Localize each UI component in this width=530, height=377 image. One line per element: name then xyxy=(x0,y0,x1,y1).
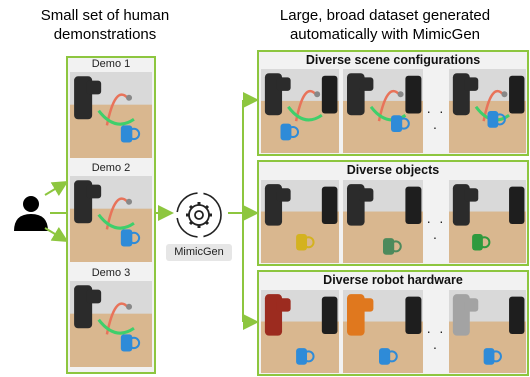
mug-icon xyxy=(120,334,141,352)
robot-arm-icon xyxy=(347,294,374,336)
mug-icon xyxy=(487,111,506,128)
gear-icon xyxy=(176,192,222,238)
robot-arm-icon xyxy=(452,184,479,226)
robot-arm-icon xyxy=(74,285,102,329)
robot-arm-icon xyxy=(264,184,291,226)
robot-arm-icon xyxy=(74,76,102,120)
mug-icon xyxy=(383,238,402,255)
demo-scene-2 xyxy=(70,176,152,262)
demo-3-label: Demo 3 xyxy=(91,267,131,279)
robot-arm-icon xyxy=(74,180,102,224)
scene-config-3 xyxy=(449,69,526,153)
person-icon xyxy=(14,196,48,231)
object-scene-2 xyxy=(343,180,423,263)
demo-2-label: Demo 2 xyxy=(91,162,131,174)
scene-config-1 xyxy=(261,69,339,153)
hardware-scene-2 xyxy=(343,290,423,373)
mug-icon xyxy=(280,123,300,141)
hardware-scene-1 xyxy=(261,290,339,373)
right-title: Large, broad dataset generated automatic… xyxy=(279,7,491,43)
section-hardware-dots: · · · xyxy=(426,323,446,355)
left-title: Small set of human demonstrations xyxy=(40,7,170,43)
mug-icon xyxy=(296,348,315,365)
mug-icon xyxy=(120,125,141,143)
demo-1-label: Demo 1 xyxy=(91,58,131,70)
scene-config-2 xyxy=(343,69,423,153)
object-scene-1 xyxy=(261,180,339,263)
mug-icon xyxy=(483,348,502,365)
hardware-scene-3 xyxy=(449,290,526,373)
section-objects-label: Diverse objects xyxy=(346,163,440,177)
section-scene-label: Diverse scene configurations xyxy=(305,53,481,67)
robot-arm-icon xyxy=(347,73,374,116)
object-scene-3 xyxy=(449,180,526,263)
robot-arm-icon xyxy=(264,294,291,336)
mug-icon xyxy=(472,233,491,251)
demo-scene-1 xyxy=(70,72,152,158)
robot-arm-icon xyxy=(264,73,291,116)
mug-icon xyxy=(391,115,410,132)
section-hardware-label: Diverse robot hardware xyxy=(323,273,463,287)
mug-icon xyxy=(120,229,141,247)
demo-scene-3 xyxy=(70,281,152,367)
robot-arm-icon xyxy=(347,184,374,226)
robot-arm-icon xyxy=(452,294,479,336)
section-scene-dots: · · · xyxy=(426,103,446,135)
section-objects-dots: · · · xyxy=(426,213,446,245)
robot-arm-icon xyxy=(452,73,479,116)
mimicgen-label: MimicGen xyxy=(166,244,232,261)
mug-icon xyxy=(296,233,315,251)
mug-icon xyxy=(379,348,398,365)
